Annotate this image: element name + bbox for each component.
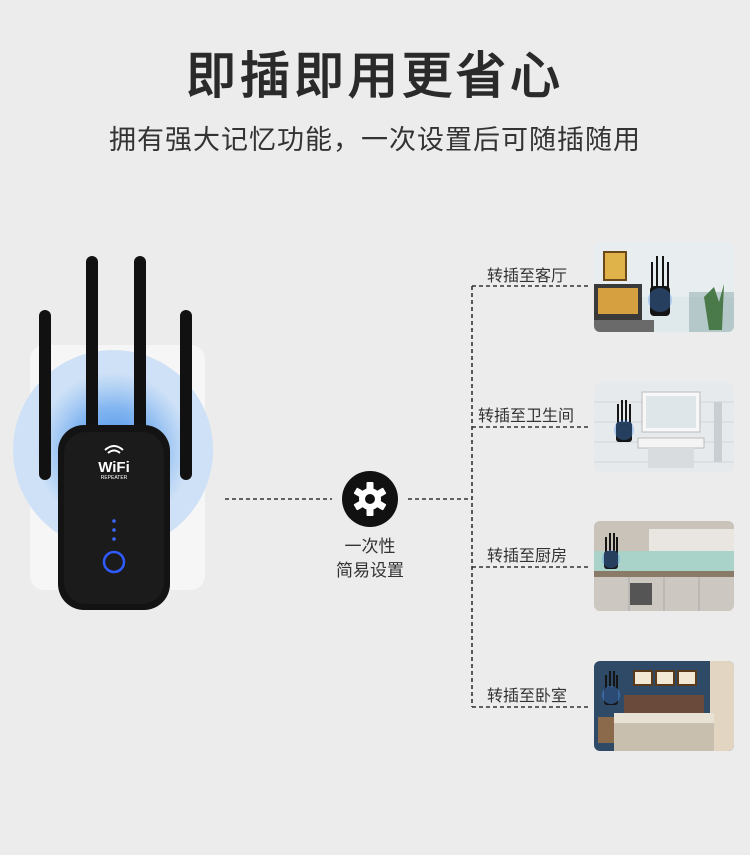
page-title: 即插即用更省心 [186,47,564,105]
kitchen-photo [594,521,734,611]
room-label-bathroom: 转插至卫生间 [478,406,575,425]
page-subtitle: 拥有强大记忆功能，一次设置后可随插随用 [109,125,641,156]
room-label-kitchen: 转插至厨房 [487,546,568,565]
living-room-photo [594,242,734,332]
bedroom-photo [594,661,734,751]
device-logo-text: WiFi [98,459,130,476]
setup-label-line1: 一次性 [344,537,396,557]
room-label-living-room: 转插至客厅 [487,266,568,285]
bathroom-photo [594,382,734,472]
room-label-bedroom: 转插至卧室 [487,686,568,705]
device-logo-subtext: REPEATER [101,475,128,481]
gear-icon [342,471,398,527]
setup-label-line2: 简易设置 [336,561,404,581]
wifi-repeater-device: WiFi REPEATER [13,256,213,610]
